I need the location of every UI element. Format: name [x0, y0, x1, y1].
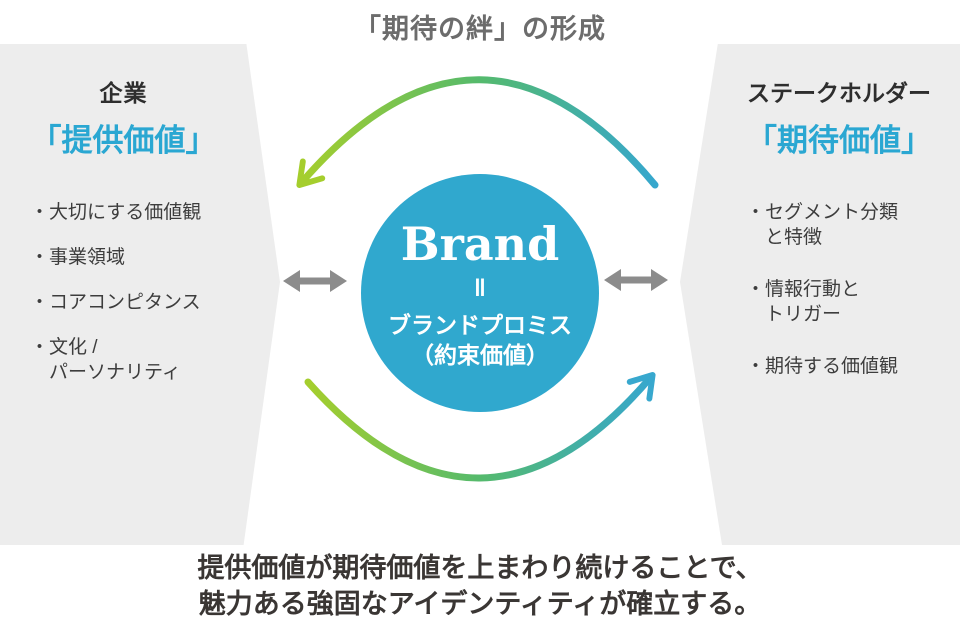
exchange-left-arrow-icon	[283, 270, 347, 292]
provided-value-heading: 「提供価値」	[30, 123, 217, 158]
company-label: 企業	[99, 80, 148, 106]
bullet-item: ・情報行動と トリガー	[746, 279, 861, 325]
bullet-item: ・セグメント分類 と特徴	[746, 202, 899, 248]
bullet-item: ・コアコンピタンス	[30, 292, 201, 313]
stakeholder-bullet-list: ・セグメント分類 と特徴 ・情報行動と トリガー ・期待する価値観	[746, 200, 898, 406]
cycle-arrows	[296, 76, 659, 482]
bullet-item: ・文化 / パーソナリティ	[30, 337, 181, 383]
exchange-right-arrow-icon	[604, 269, 668, 291]
cycle-arrow-top-icon	[296, 76, 659, 189]
brand-circle: Brand ‖ ブランドプロミス （約束価値）	[361, 174, 599, 412]
footer-caption: 提供価値が期待価値を上まわり続けることで、 魅力ある強固なアイデンティティが確立…	[0, 550, 960, 622]
company-panel: 企業 「提供価値」 ・大切にする価値観 ・事業領域 ・コアコンピタンス ・文化 …	[0, 44, 280, 545]
bullet-item: ・期待する価値観	[746, 356, 899, 377]
footer-caption-line1: 提供価値が期待価値を上まわり続けることで、	[197, 553, 763, 583]
footer-caption-line2: 魅力ある強固なアイデンティティが確立する。	[198, 589, 762, 619]
expected-value-heading: 「期待価値」	[746, 123, 932, 158]
stakeholder-panel: ステークホルダー 「期待価値」 ・セグメント分類 と特徴 ・情報行動と トリガー…	[680, 44, 960, 545]
company-bullet-list: ・大切にする価値観 ・事業領域 ・コアコンピタンス ・文化 / パーソナリティ	[30, 200, 201, 405]
bullet-item: ・大切にする価値観	[30, 202, 202, 223]
equals-icon: ‖	[474, 274, 486, 302]
diagram-title: 「期待の絆」の形成	[354, 14, 606, 44]
stakeholder-label: ステークホルダー	[747, 80, 931, 106]
cycle-arrow-bottom-icon	[304, 371, 656, 482]
brand-promise-line1: ブランドプロミス	[388, 311, 572, 338]
brand-label: Brand	[400, 216, 560, 271]
brand-promise-line2: （約束価値）	[411, 341, 549, 368]
bullet-item: ・事業領域	[30, 247, 126, 268]
